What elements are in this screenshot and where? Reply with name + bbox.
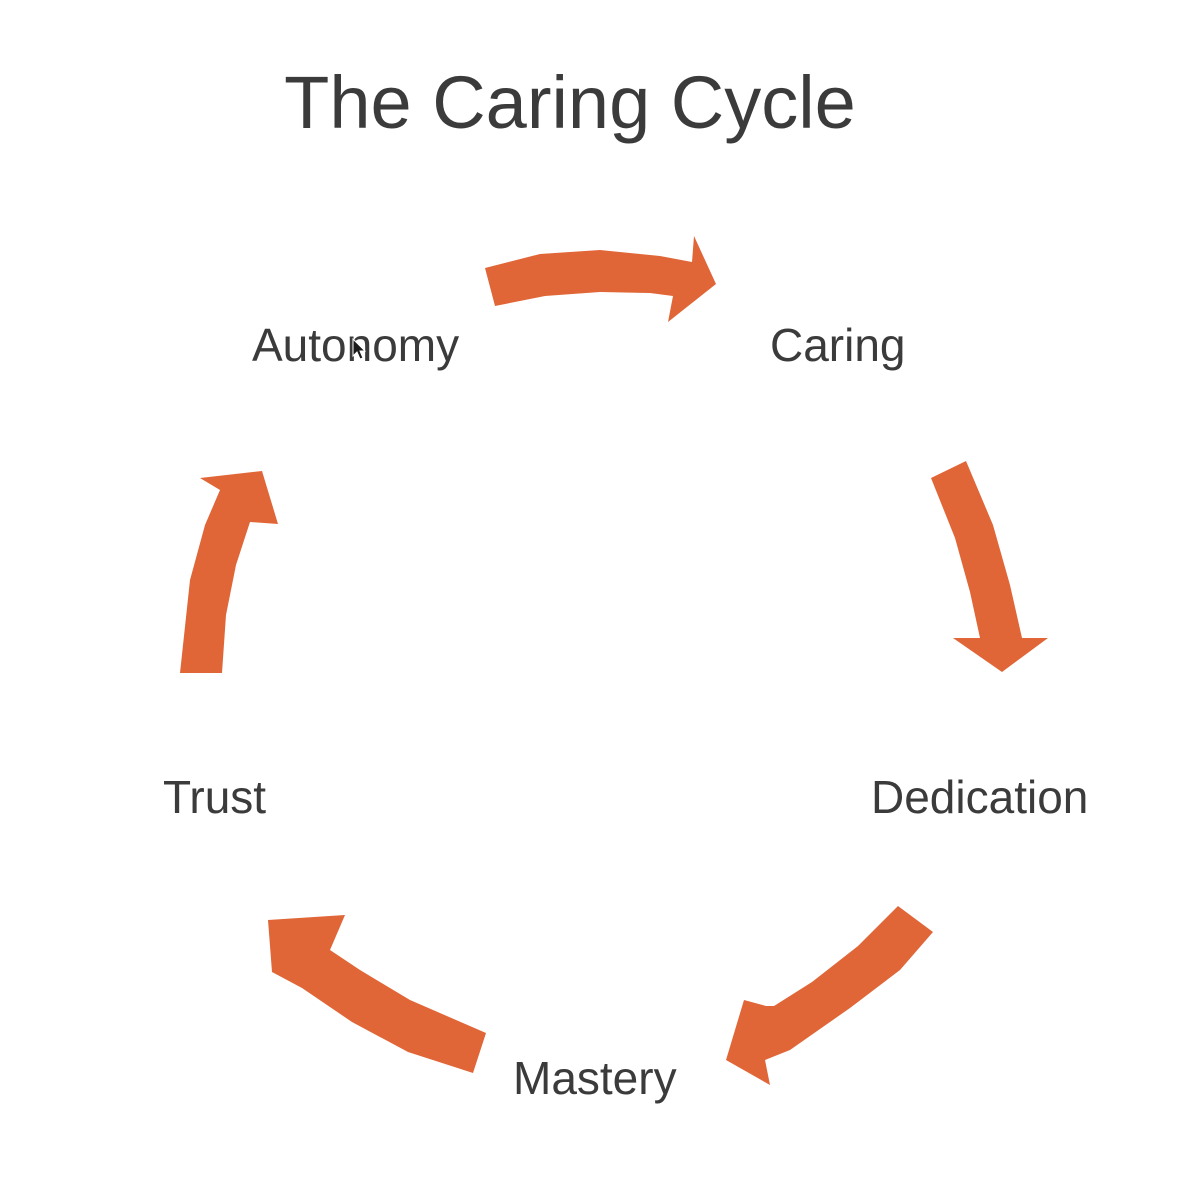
diagram-title: The Caring Cycle xyxy=(284,61,856,144)
arrow-mastery-to-trust xyxy=(268,915,486,1073)
stage-label-trust: Trust xyxy=(163,771,267,823)
arrow-autonomy-to-caring xyxy=(485,236,716,322)
stage-label-dedication: Dedication xyxy=(871,771,1089,823)
stage-label-mastery: Mastery xyxy=(513,1052,677,1104)
stage-label-caring: Caring xyxy=(770,319,906,371)
mouse-pointer-icon xyxy=(352,338,366,360)
arrow-dedication-to-mastery xyxy=(726,906,933,1085)
arrow-caring-to-dedication xyxy=(931,461,1048,672)
arrow-trust-to-autonomy xyxy=(180,471,278,673)
